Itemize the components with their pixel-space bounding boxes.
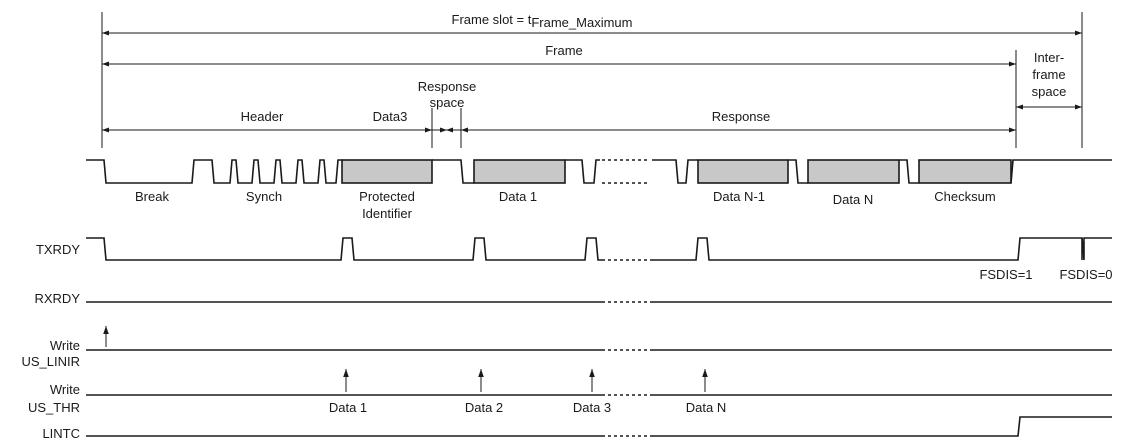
frame-slot-label: Frame slot = tFrame_Maximum	[452, 12, 633, 30]
response-space-label-1: Response	[418, 79, 477, 94]
data-n-1-label: Data N-1	[713, 189, 765, 204]
write-thr-signal: Write US_THR Data 1 Data 2 Data 3 Data N	[28, 369, 1112, 415]
fsdis1-note: FSDIS=1	[979, 267, 1032, 282]
protected-identifier-label-2: Identifier	[362, 206, 413, 221]
data-n-1-box	[697, 159, 789, 184]
write-thr-label-1: Write	[50, 382, 80, 397]
data-n-box	[807, 159, 900, 184]
fsdis0-note: FSDIS=0	[1059, 267, 1112, 282]
checksum-box	[918, 159, 1012, 184]
txrdy-signal: TXRDY FSDIS=1 FSDIS=0	[36, 237, 1113, 282]
protected-identifier-box	[341, 159, 433, 184]
response-space-dimension: Response space	[418, 79, 477, 133]
frame-slot-dimension: Frame slot = tFrame_Maximum	[102, 12, 1082, 36]
interframe-label-1: Inter-	[1034, 50, 1064, 65]
data-n-label: Data N	[833, 192, 873, 207]
thr-write-data3: Data 3	[573, 400, 611, 415]
interframe-label-3: space	[1032, 84, 1067, 99]
data1-label: Data 1	[499, 189, 537, 204]
data1-box	[473, 159, 566, 184]
response-space-label-2: space	[430, 95, 465, 110]
data3-top-label: Data3	[373, 109, 408, 124]
frame-label: Frame	[545, 43, 583, 58]
synch-label: Synch	[246, 189, 282, 204]
lintc-signal: LINTC	[42, 416, 1112, 440]
break-label: Break	[135, 189, 169, 204]
lintc-label: LINTC	[42, 426, 80, 440]
write-linir-signal: Write US_LINIR	[21, 326, 1112, 369]
txrdy-label: TXRDY	[36, 242, 80, 257]
rxrdy-signal: RXRDY	[34, 291, 1112, 306]
response-dimension: Response	[461, 109, 1016, 133]
write-linir-label-1: Write	[50, 338, 80, 353]
extension-lines	[101, 12, 1083, 148]
frame-dimension: Frame	[102, 43, 1016, 67]
write-linir-label-2: US_LINIR	[21, 354, 80, 369]
thr-write-datan: Data N	[686, 400, 726, 415]
header-dimension: Header Data3	[102, 109, 432, 133]
interframe-label-2: frame	[1032, 67, 1065, 82]
thr-write-data1: Data 1	[329, 400, 367, 415]
rxrdy-label: RXRDY	[34, 291, 80, 306]
interframe-space-dimension: Inter- frame space	[1016, 50, 1082, 110]
lin-bus-waveform: Break Synch Protected Identifier Data 1 …	[86, 159, 1112, 221]
protected-identifier-label-1: Protected	[359, 189, 415, 204]
thr-write-data2: Data 2	[465, 400, 503, 415]
checksum-label: Checksum	[934, 189, 995, 204]
write-thr-label-2: US_THR	[28, 400, 80, 415]
header-label: Header	[241, 109, 284, 124]
response-label: Response	[712, 109, 771, 124]
